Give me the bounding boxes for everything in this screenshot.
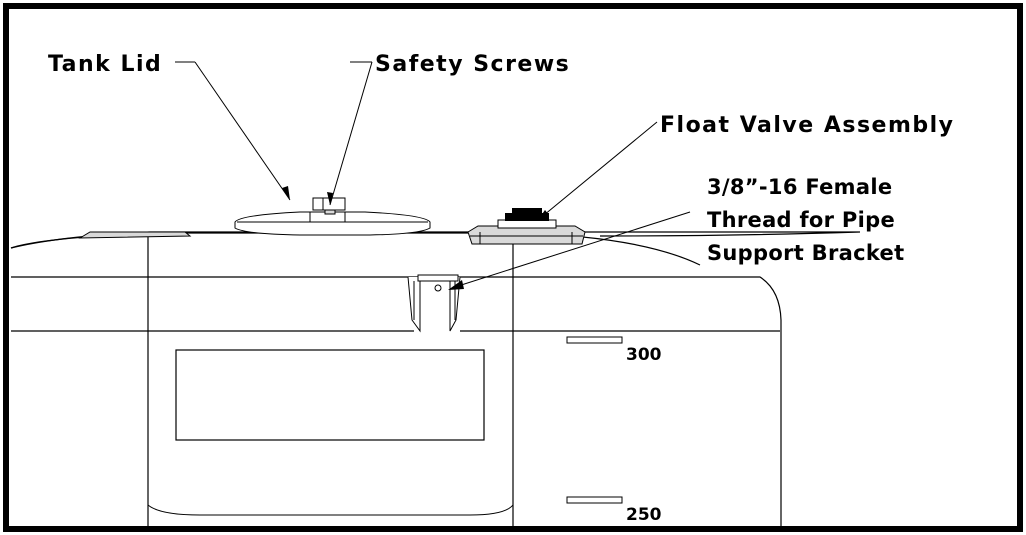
level-mark-300-text: 300 xyxy=(626,345,662,365)
tank-body xyxy=(10,231,861,529)
label-recess xyxy=(175,349,485,441)
left-fitting xyxy=(78,231,192,239)
tank-lid-label: Tank Lid xyxy=(48,52,162,77)
thread-label-line2: Thread for Pipe xyxy=(707,208,895,232)
tank-lid xyxy=(234,197,431,236)
safety-screws-label: Safety Screws xyxy=(375,52,570,77)
leader-lines xyxy=(175,61,691,290)
level-mark-250: 250 xyxy=(566,496,662,525)
level-mark-300: 300 xyxy=(566,336,662,365)
float-valve-assembly xyxy=(467,208,586,245)
float-valve-label: Float Valve Assembly xyxy=(660,113,955,138)
thread-label-line3: Support Bracket xyxy=(707,241,904,265)
thread-label-line1: 3/8”-16 Female xyxy=(707,175,892,199)
level-mark-250-text: 250 xyxy=(626,505,662,525)
pipe-support-bracket xyxy=(407,274,461,333)
